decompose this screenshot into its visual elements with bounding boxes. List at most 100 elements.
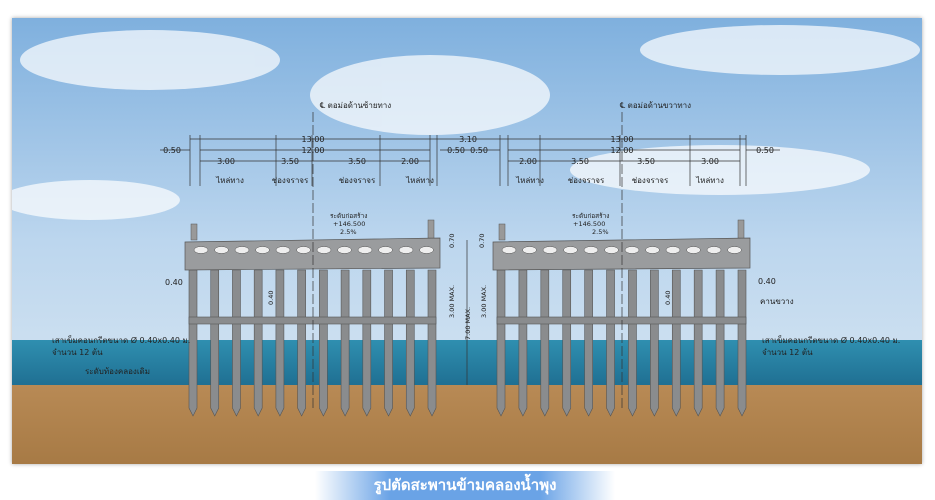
pile (275, 269, 285, 417)
soil (12, 385, 922, 464)
dim-r4: 3.00 (701, 157, 719, 166)
clouds (0, 25, 920, 220)
label-shoulder-l1: ไหล่ทาง (215, 176, 244, 185)
pile-width-right: 0.40 (758, 277, 776, 286)
dim-l2: 3.50 (281, 157, 299, 166)
dim-edge-2: 0.50 (447, 146, 465, 155)
deck-void (706, 246, 722, 254)
label-lane-l2: ช่องจราจร (272, 176, 309, 185)
pile (650, 269, 659, 417)
deck-slab (184, 237, 441, 271)
pile (693, 269, 703, 417)
deck-void (501, 246, 517, 254)
pile (427, 269, 437, 417)
dim-l1: 3.00 (217, 157, 235, 166)
label-shoulder-r4: ไหล่ทาง (695, 176, 724, 185)
pile-count-left: จำนวน 12 ต้น (52, 348, 103, 357)
deck-void (275, 246, 291, 254)
pile (384, 269, 393, 417)
deck-void (193, 246, 209, 254)
barrier (737, 219, 745, 239)
pile (540, 269, 550, 417)
dim-r2: 3.50 (571, 157, 589, 166)
deck-void (583, 246, 599, 254)
pile (584, 269, 593, 417)
pile (253, 269, 263, 417)
dim-l3: 3.50 (348, 157, 366, 166)
slope-left: 2.5% (340, 228, 357, 236)
construction-level-right: ระดับก่อสร้าง (572, 212, 609, 220)
pile (319, 269, 328, 417)
bridge-left (184, 219, 441, 417)
pile (518, 269, 528, 417)
dim-total-right: 13.00 (611, 135, 634, 144)
deck-void (645, 246, 660, 254)
pile (737, 269, 747, 417)
deck-slab (492, 237, 751, 271)
pile (297, 269, 306, 417)
bridge-section-diagram: ℄ ตอม่อด้านซ้ายทาง ℄ ตอม่อด้านขวาทาง 13.… (0, 18, 922, 464)
pile (496, 269, 506, 417)
level-value-left: +146.500 (333, 220, 365, 228)
pile (232, 269, 241, 417)
deck-depth-left: 0.70 (448, 234, 456, 248)
barrier (190, 223, 198, 241)
pile-width-left: 0.40 (165, 278, 183, 287)
beam-depth-left: 0.40 (267, 291, 275, 305)
deck-void (665, 246, 681, 254)
deck-void (357, 246, 373, 254)
level-value-right: +146.500 (573, 220, 605, 228)
diagram-caption: รูปตัดสะพานข้ามคลองน้ำพุง (315, 471, 615, 500)
dim-r1: 2.00 (519, 157, 537, 166)
dim-edge-4: 0.50 (756, 146, 774, 155)
dim-r3: 3.50 (637, 157, 655, 166)
deck-void (542, 246, 558, 254)
dim-l4: 2.00 (401, 157, 419, 166)
deck-void (255, 246, 270, 254)
dim-edge-1: 0.50 (163, 146, 181, 155)
deck-void (563, 246, 578, 254)
right-centerline-label: ℄ ตอม่อด้านขวาทาง (620, 101, 691, 110)
pile (210, 269, 220, 417)
pile-height: 7.00 MAX. (464, 307, 472, 340)
construction-level-left: ระดับก่อสร้าง (330, 212, 367, 220)
label-lane-r3: ช่องจราจร (632, 176, 669, 185)
slope-right: 2.5% (592, 228, 609, 236)
diagram-frame: ℄ ตอม่อด้านซ้ายทาง ℄ ตอม่อด้านขวาทาง 13.… (0, 18, 922, 464)
beam-height-right: 3.00 MAX. (480, 285, 488, 318)
deck-void (214, 246, 229, 254)
pile-spec-right: เสาเข็มคอนกรีตขนาด Ø 0.40x0.40 ม. (762, 335, 900, 345)
pile (715, 269, 725, 417)
pile (562, 269, 572, 417)
pile (405, 269, 415, 417)
deck-void (604, 246, 619, 254)
crossbeam (496, 316, 747, 325)
deck-void (398, 246, 414, 254)
dim-inner-left: 12.00 (302, 146, 325, 155)
deck-void (686, 246, 701, 254)
pile (671, 269, 681, 417)
left-centerline-label: ℄ ตอม่อด้านซ้ายทาง (320, 101, 391, 110)
deck-void (624, 246, 640, 254)
bed-level-label: ระดับท้องคลองเดิม (85, 367, 150, 376)
barrier (498, 223, 506, 241)
crossbeam (188, 316, 437, 325)
pile (340, 269, 350, 417)
bridge-right (492, 219, 751, 417)
deck-void (522, 246, 537, 254)
pile (362, 269, 372, 417)
deck-void (296, 246, 311, 254)
pile-spec-left: เสาเข็มคอนกรีตขนาด Ø 0.40x0.40 ม. (52, 335, 190, 345)
pile (606, 269, 615, 417)
beam-height-left: 3.00 MAX. (448, 285, 456, 318)
pile-count-right: จำนวน 12 ต้น (762, 348, 813, 357)
deck-depth-right: 0.70 (478, 234, 486, 248)
crossbeam-label: คานขวาง (760, 297, 794, 306)
deck-void (337, 246, 352, 254)
deck-void (316, 246, 332, 254)
deck-void (378, 246, 393, 254)
label-shoulder-l4: ไหล่ทาง (405, 176, 434, 185)
pile (628, 269, 637, 417)
beam-depth-right: 0.40 (664, 291, 672, 305)
dim-inner-right: 12.00 (611, 146, 634, 155)
